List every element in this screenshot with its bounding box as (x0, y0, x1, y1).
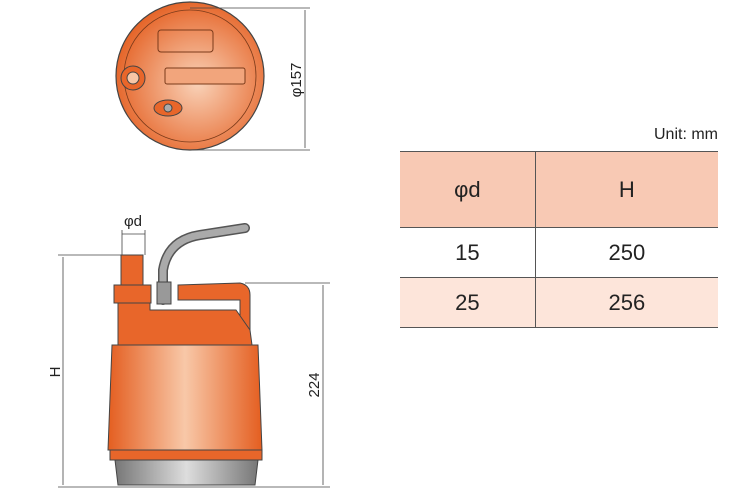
height-label: H (47, 367, 64, 378)
table-row: 25 256 (400, 277, 718, 328)
cell: 256 (534, 277, 718, 328)
header-height: H (534, 151, 718, 228)
unit-label: Unit: mm (654, 126, 718, 143)
diameter-label: φ157 (288, 63, 305, 98)
side-view: φd H 224 (47, 213, 330, 488)
top-view: φ157 (115, 1, 310, 151)
cell: 25 (400, 277, 536, 328)
body-height-label: 224 (306, 372, 323, 397)
outlet-diameter-label: φd (124, 213, 142, 230)
cell: 15 (400, 227, 536, 278)
cell: 250 (534, 227, 718, 278)
header-outlet-diameter: φd (400, 151, 536, 228)
table-row: 15 250 (400, 227, 718, 278)
table-header-row: φd H (400, 151, 718, 228)
dimension-table: φd H 15 250 25 256 (400, 151, 718, 328)
